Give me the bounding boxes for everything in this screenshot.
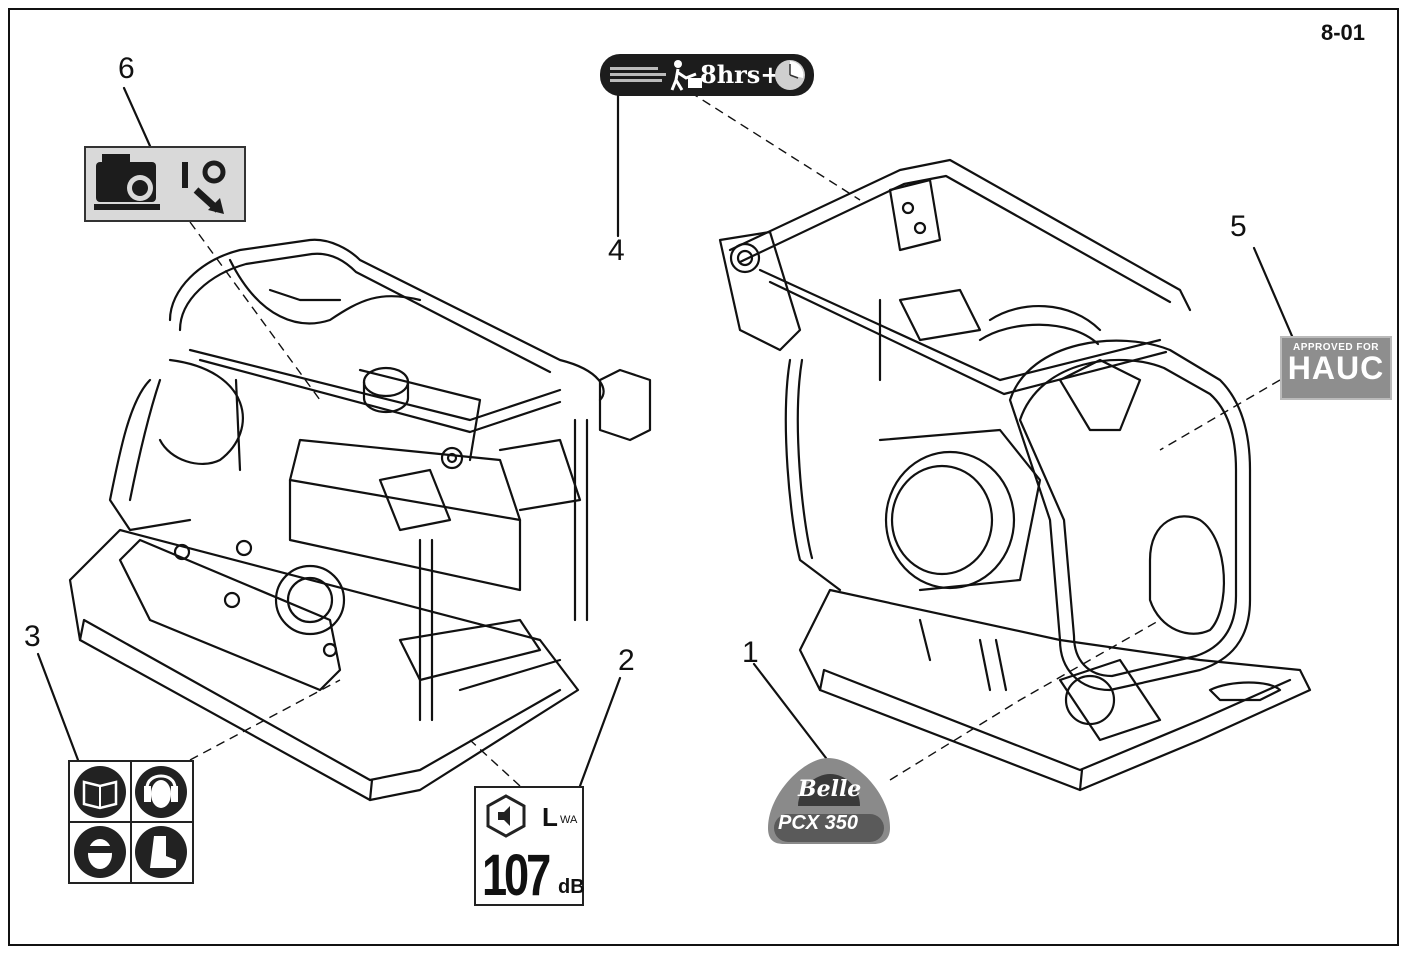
leader-line-2 — [578, 676, 622, 788]
decal-ppe — [68, 760, 194, 884]
callout-6: 6 — [118, 52, 135, 85]
ear-protection-icon — [135, 766, 187, 818]
brand-name: Belle — [798, 776, 862, 802]
leader-line-3 — [36, 652, 80, 762]
leader-line-1 — [752, 662, 828, 760]
decal-operating-time: 8hrs+ — [600, 54, 814, 96]
decal-sound-power: L WA 107 dB — [474, 786, 585, 908]
callout-4: 4 — [608, 234, 625, 267]
engine-icon — [94, 154, 226, 214]
decal-small-print — [610, 67, 670, 83]
safety-boots-icon — [135, 826, 187, 878]
decal-brand: Belle PCX 350 — [764, 754, 894, 846]
model-name: PCX 350 — [778, 812, 859, 834]
manual-icon — [74, 766, 126, 818]
sound-hexagon-icon — [486, 794, 526, 838]
sound-level-unit: dB — [558, 876, 585, 898]
operator-icon — [670, 60, 702, 91]
operating-hours: 8hrs+ — [700, 60, 781, 89]
decal-hauc: APPROVED FOR HAUC — [1280, 336, 1392, 400]
clock-icon — [775, 60, 805, 90]
dashed-leaders — [189, 91, 1281, 787]
left-compactor-drawing — [68, 238, 652, 802]
sound-level-value: 107 — [482, 843, 551, 908]
hauc-approved-text: APPROVED FOR — [1292, 342, 1379, 353]
callout-2: 2 — [618, 644, 635, 677]
page-code: 8-01 — [1320, 20, 1365, 45]
eye-protection-icon — [74, 826, 126, 878]
callout-1: 1 — [742, 636, 759, 669]
brand-logo — [768, 758, 890, 844]
leader-line-6 — [122, 86, 152, 148]
sound-subscript: WA — [560, 814, 578, 826]
decal-engine-start — [84, 146, 246, 222]
leader-line-5 — [1252, 246, 1294, 338]
callout-3: 3 — [24, 620, 41, 653]
hauc-text: HAUC — [1287, 350, 1385, 386]
sound-symbol: L — [542, 802, 558, 832]
callout-5: 5 — [1230, 210, 1247, 243]
right-compactor-drawing — [718, 158, 1312, 792]
